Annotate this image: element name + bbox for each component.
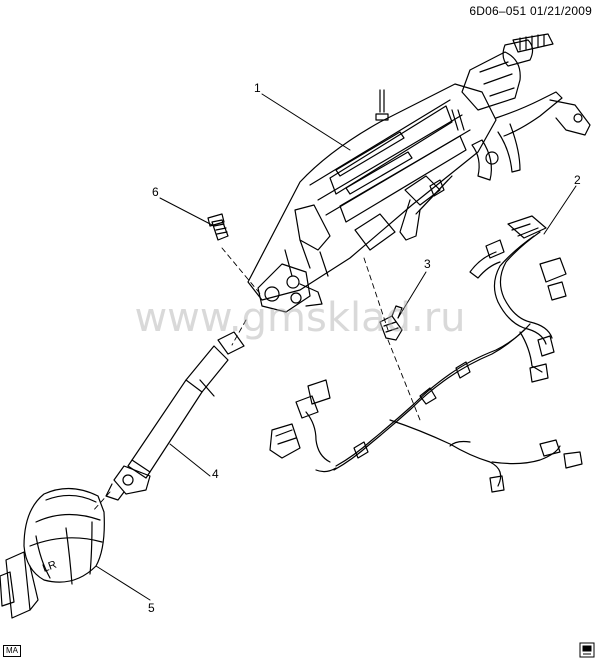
steering-shaft-seal xyxy=(0,487,105,619)
callout-4: 4 xyxy=(212,467,219,481)
diagram-reference: 6D06–051 01/21/2009 xyxy=(469,4,592,18)
callout-5: 5 xyxy=(148,601,155,615)
footer-code: MA xyxy=(3,645,21,657)
boot-label: LR xyxy=(41,559,58,575)
leader-lines xyxy=(95,93,577,601)
callout-6: 6 xyxy=(152,185,159,199)
callout-1: 1 xyxy=(254,81,261,95)
bolt xyxy=(207,213,229,241)
document-stamp-icon xyxy=(579,642,595,658)
callout-2: 2 xyxy=(574,173,581,187)
wiring-harness xyxy=(269,215,583,493)
intermediate-shaft xyxy=(105,331,245,501)
steering-column-assembly xyxy=(247,33,591,313)
callout-3: 3 xyxy=(424,257,431,271)
retainer-clip xyxy=(379,305,403,341)
